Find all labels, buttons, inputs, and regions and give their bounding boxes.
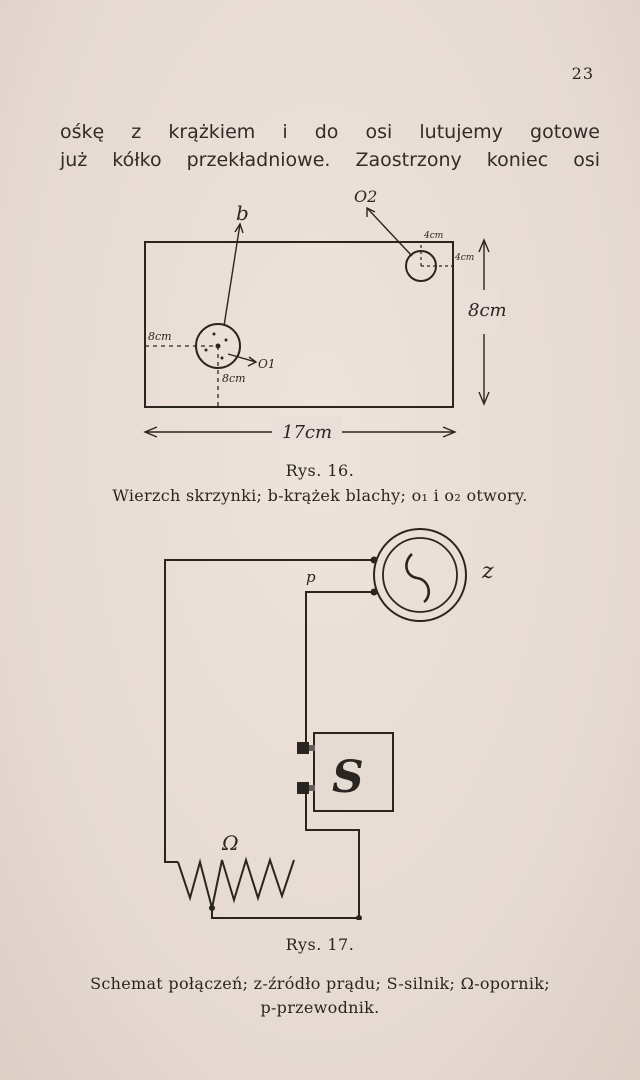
body-line-1: ośkę z krążkiem i do osi lutujemy gotowe	[60, 121, 600, 143]
body-paragraph: ośkę z krążkiem i do osi lutujemy gotowe…	[60, 118, 600, 174]
figure-17-title: Rys. 17.	[285, 935, 355, 954]
resistor-omega	[177, 856, 295, 909]
label-b: b	[236, 201, 249, 225]
label-p: p	[306, 568, 316, 586]
label-z: z	[481, 559, 494, 584]
motor-s	[313, 732, 394, 812]
figure-16-box-top-diagram: b O2 O1 4cm 4cm 8cm 8cm 8cm 17cm	[143, 187, 507, 440]
wire-p	[305, 591, 374, 748]
label-8cm-left: 8cm	[148, 330, 172, 343]
current-source-z	[373, 528, 467, 622]
figure-17-wiring-diagram: z p S Ω	[164, 528, 494, 920]
label-o1: O1	[258, 357, 275, 371]
label-4cm-top: 4cm	[423, 231, 443, 241]
figure-16-caption: Wierzch skrzynki; b-krążek blachy; o₁ i …	[112, 486, 528, 505]
page-number: 23	[571, 64, 594, 83]
label-o2: O2	[354, 187, 377, 206]
source-wave-symbol	[405, 553, 431, 604]
figure-17-caption-line1: Schemat połączeń; z-źródło prądu; S-siln…	[90, 974, 550, 993]
label-omega: Ω	[221, 831, 239, 855]
body-line-2: już kółko przekładniowe. Zaostrzony koni…	[60, 149, 600, 171]
label-4cm-side: 4cm	[454, 253, 474, 263]
label-S: S	[332, 752, 364, 803]
figure-16-title: Rys. 16.	[285, 461, 355, 480]
label-8cm-bottom: 8cm	[222, 372, 246, 385]
box-outline	[144, 241, 454, 408]
wire-motor-return	[305, 794, 360, 920]
label-width: 17cm	[282, 422, 332, 440]
figure-17-caption-line2: p-przewodnik.	[260, 998, 380, 1017]
label-height: 8cm	[468, 300, 507, 321]
wire-left-loop	[164, 559, 374, 863]
